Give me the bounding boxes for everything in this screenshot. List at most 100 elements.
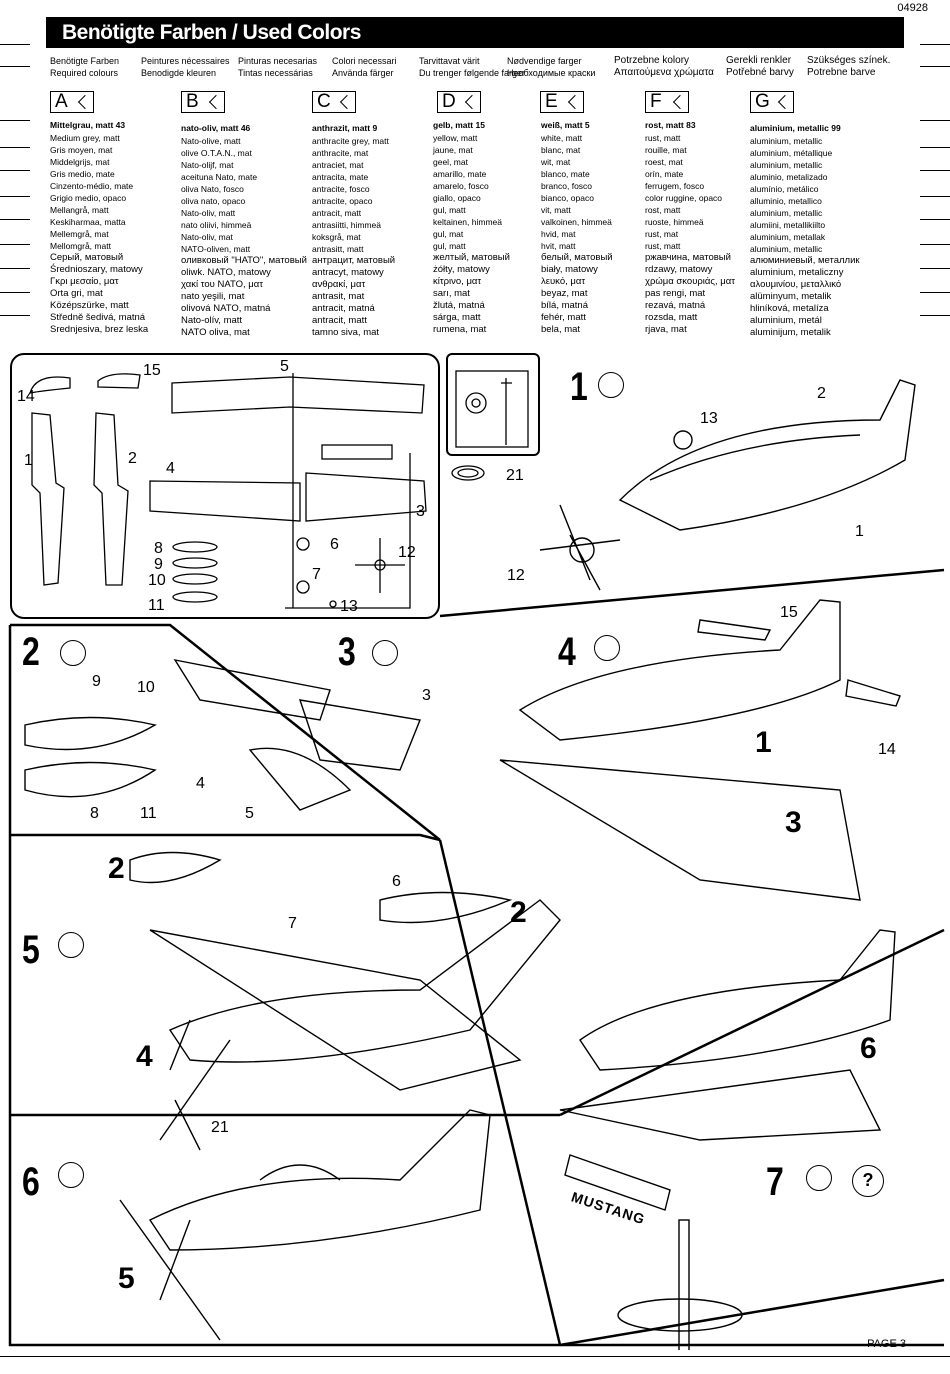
color-name: antracit, matt bbox=[312, 208, 362, 218]
color-name: blanc, mat bbox=[541, 145, 581, 155]
color-name: rumena, mat bbox=[433, 324, 487, 335]
color-code-e: E bbox=[540, 91, 584, 113]
color-name: gul, matt bbox=[433, 241, 466, 251]
svg-text:3: 3 bbox=[422, 687, 431, 704]
color-name: pas rengi, mat bbox=[645, 288, 706, 299]
svg-text:14: 14 bbox=[17, 388, 35, 405]
color-name: koksgrå, mat bbox=[312, 232, 361, 242]
color-name: Серый, матовый bbox=[50, 252, 124, 263]
color-name: olivová NATO, matná bbox=[181, 303, 271, 314]
color-title: nato-oliv, matt 46 bbox=[181, 123, 251, 133]
svg-text:7: 7 bbox=[312, 566, 321, 583]
color-name: Mellangrå, matt bbox=[50, 205, 109, 215]
color-name: nato yeşili, mat bbox=[181, 291, 245, 302]
color-name: branco, fosco bbox=[541, 181, 593, 191]
color-name: roest, mat bbox=[645, 157, 683, 167]
color-name: biały, matowy bbox=[541, 264, 598, 275]
color-name: Orta gri, mat bbox=[50, 288, 103, 299]
svg-text:1: 1 bbox=[755, 726, 772, 759]
color-name: Mellomgrå, matt bbox=[50, 241, 111, 251]
glue-icon bbox=[60, 640, 86, 666]
color-name: aluminio, metalizado bbox=[750, 172, 828, 182]
svg-text:3: 3 bbox=[416, 503, 425, 520]
color-name: rouille, mat bbox=[645, 145, 687, 155]
color-name: χακί του NATO, ματ bbox=[181, 279, 263, 290]
color-title: gelb, matt 15 bbox=[433, 120, 485, 130]
color-name: alumínio, metálico bbox=[750, 184, 819, 194]
svg-text:1: 1 bbox=[24, 452, 33, 469]
color-name: aluminium, metallic bbox=[750, 244, 823, 254]
header-hu-sl: Szükséges színek.Potrebne barve bbox=[807, 55, 891, 78]
color-name: Nato-olív, matt bbox=[181, 315, 243, 326]
color-name: Γκρι μεσαίο, ματ bbox=[50, 276, 119, 287]
glue-icon bbox=[58, 932, 84, 958]
color-name: λευκό, ματ bbox=[541, 276, 586, 287]
color-name: Nato-oliv, mat bbox=[181, 232, 233, 242]
color-name: oliva Nato, fosco bbox=[181, 184, 244, 194]
color-name: алюминиевый, металлик bbox=[750, 255, 860, 266]
step-number-2: 2 bbox=[22, 630, 40, 674]
color-name: bianco, opaco bbox=[541, 193, 594, 203]
color-name: антрацит, матовый bbox=[312, 255, 396, 266]
color-name: χρώμα σκουριάς, ματ bbox=[645, 276, 735, 287]
color-name: Średnioszary, matowy bbox=[50, 264, 143, 275]
step-number-3: 3 bbox=[338, 630, 356, 674]
color-name: bela, mat bbox=[541, 324, 581, 335]
color-name: fehér, matt bbox=[541, 312, 586, 323]
svg-text:10: 10 bbox=[148, 572, 166, 589]
color-name: sárga, matt bbox=[433, 312, 481, 323]
color-name: alluminio, metallico bbox=[750, 196, 822, 206]
color-name: wit, mat bbox=[541, 157, 571, 167]
color-name: aluminium, metallic bbox=[750, 160, 823, 170]
color-name: aluminium, metallic bbox=[750, 136, 823, 146]
top-rule bbox=[46, 17, 904, 18]
parts-sprue-panel bbox=[10, 353, 440, 619]
color-name: antracyt, matowy bbox=[312, 267, 384, 278]
svg-text:4: 4 bbox=[196, 775, 205, 792]
color-name: gul, mat bbox=[433, 229, 464, 239]
svg-text:15: 15 bbox=[780, 604, 798, 621]
color-name: olive O.T.A.N., mat bbox=[181, 148, 252, 158]
color-name: NATO oliva, mat bbox=[181, 327, 250, 338]
document-number: 04928 bbox=[897, 2, 928, 14]
color-name: Middelgrijs, mat bbox=[50, 157, 110, 167]
color-name: ruoste, himmeä bbox=[645, 217, 704, 227]
svg-text:10: 10 bbox=[137, 679, 155, 696]
glue-icon bbox=[594, 635, 620, 661]
svg-text:3: 3 bbox=[785, 806, 802, 839]
color-name: Gris moyen, mat bbox=[50, 145, 113, 155]
color-name: Medium grey, matt bbox=[50, 133, 120, 143]
svg-text:1: 1 bbox=[855, 523, 864, 540]
color-name: white, matt bbox=[541, 133, 583, 143]
svg-text:7: 7 bbox=[288, 915, 297, 932]
color-name: hvid, mat bbox=[541, 229, 576, 239]
color-name: amarillo, mate bbox=[433, 169, 487, 179]
color-name: Nato-oliv, matt bbox=[181, 208, 236, 218]
color-name: giallo, opaco bbox=[433, 193, 481, 203]
decal-sheet-panel bbox=[446, 353, 540, 456]
color-name: rozsda, matt bbox=[645, 312, 698, 323]
color-name: Grigio medio, opaco bbox=[50, 193, 127, 203]
color-code-d: D bbox=[437, 91, 481, 113]
color-name: hvit, matt bbox=[541, 241, 576, 251]
color-name: Srednjesiva, brez leska bbox=[50, 324, 149, 335]
color-code-a: A bbox=[50, 91, 94, 113]
color-name: žlutá, matná bbox=[433, 300, 485, 311]
color-name: rost, matt bbox=[645, 205, 681, 215]
svg-text:15: 15 bbox=[143, 362, 161, 379]
glue-icon bbox=[372, 640, 398, 666]
glue-icon bbox=[806, 1165, 832, 1191]
color-name: aluminium, metallic bbox=[750, 208, 823, 218]
color-code-g: G bbox=[750, 91, 794, 113]
color-name: antracita, mate bbox=[312, 172, 369, 182]
color-name: anthracite, mat bbox=[312, 148, 369, 158]
color-name: Nato-olive, matt bbox=[181, 136, 241, 146]
step-number-6: 6 bbox=[22, 1160, 40, 1204]
